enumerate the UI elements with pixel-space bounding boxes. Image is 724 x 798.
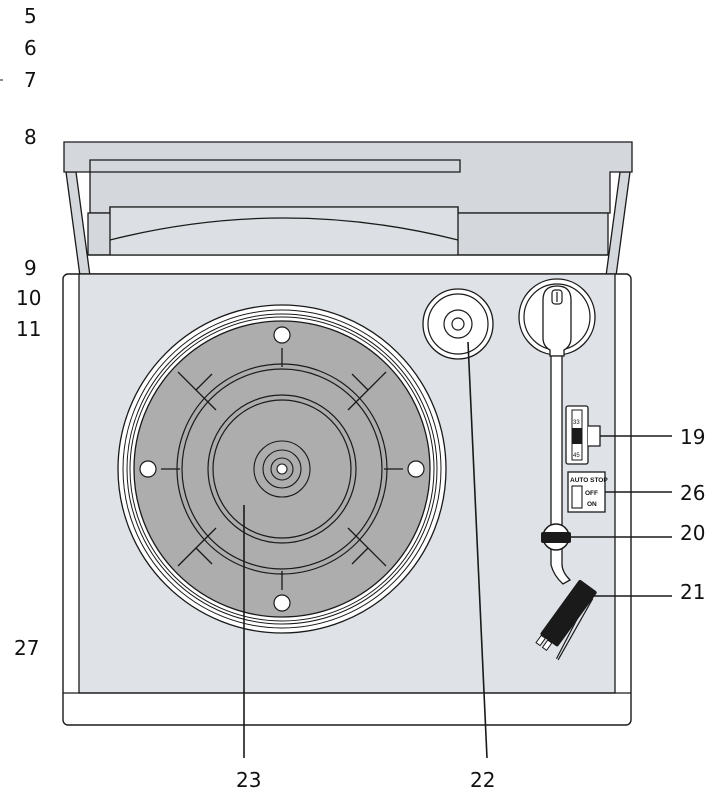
- leader-lines: [243, 341, 672, 759]
- callout-20: 20: [680, 521, 706, 545]
- speed-switch: 33 45: [565, 405, 601, 465]
- platter: [117, 304, 447, 634]
- callout-23: 23: [236, 768, 262, 792]
- cartridge: [535, 579, 597, 661]
- auto-stop-title: AUTO STOP: [570, 477, 608, 484]
- lid-left-arm: [65, 171, 91, 277]
- speed-45-label: 45: [573, 453, 580, 459]
- callout-22: 22: [470, 768, 496, 792]
- callout-26: 26: [680, 481, 706, 505]
- lid-curve: [109, 217, 459, 241]
- label-7: 7: [24, 68, 37, 92]
- counterweight: [542, 285, 572, 357]
- mat-spokes: [161, 348, 403, 590]
- label-27: 27: [14, 636, 40, 660]
- auto-stop-switch: AUTO STOP OFF ON: [567, 471, 608, 513]
- auto-stop-off: OFF: [585, 490, 598, 497]
- callout-21: 21: [680, 580, 706, 604]
- label-6: 6: [24, 36, 37, 60]
- speed-switch-slider: [572, 428, 582, 444]
- lid-center-panel: [109, 206, 459, 255]
- callout-19: 19: [680, 425, 706, 449]
- adapter-45rpm: [422, 288, 494, 360]
- auto-stop-slider: [571, 485, 583, 509]
- tonearm: [518, 278, 597, 661]
- spindle: [276, 463, 288, 475]
- arm-clip: [541, 532, 571, 543]
- label-9: 9: [24, 256, 37, 280]
- leader-22: [467, 341, 488, 759]
- label-8: 8: [24, 125, 37, 149]
- label-5: 5: [24, 4, 37, 28]
- label-10: 10: [16, 286, 42, 310]
- label-11: 11: [16, 317, 42, 341]
- mat-holes: [139, 326, 425, 612]
- dust-cover: [63, 141, 633, 277]
- speed-33-label: 33: [573, 420, 580, 426]
- lid-top-frame: [63, 141, 633, 214]
- auto-stop-on: ON: [587, 501, 597, 508]
